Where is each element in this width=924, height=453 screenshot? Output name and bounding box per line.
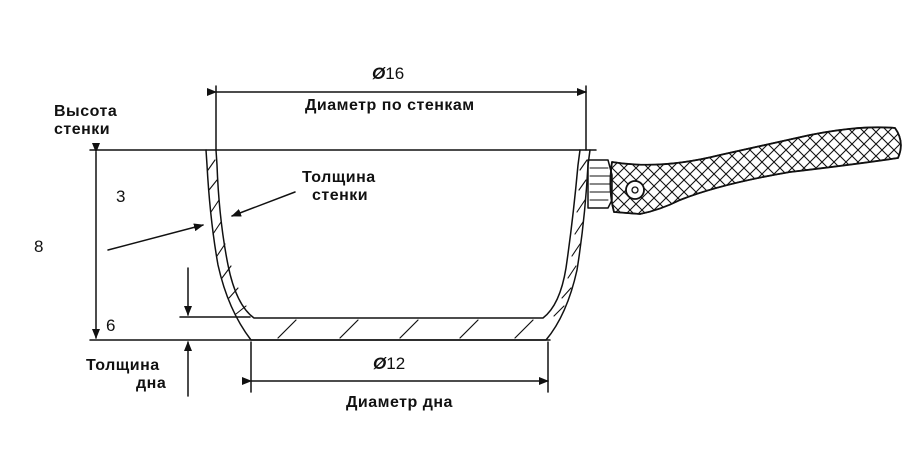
bottom-thickness-value: 6 (106, 316, 116, 335)
wall-thickness-caption-line2: стенки (312, 187, 369, 204)
handle-outline (609, 126, 902, 215)
wall-thickness-arrow-outer (107, 223, 204, 251)
wall-hatch-left (207, 159, 247, 315)
bottom-diameter-label: Ø12 (373, 355, 405, 373)
pan-outer-wall (205, 149, 591, 341)
wall-height-caption-line2: стенки (54, 121, 111, 138)
top-diameter-value: 16 (385, 64, 405, 83)
diameter-symbol-top: Ø (372, 64, 386, 83)
bracket-rivet-lines (589, 167, 611, 201)
top-diameter-label: Ø16 (372, 65, 404, 83)
bottom-thickness-caption-line2: дна (136, 375, 167, 392)
handle-rivet-center (631, 186, 639, 194)
bottom-hatch (277, 319, 534, 339)
bottom-diameter-caption: Диаметр дна (346, 394, 453, 411)
bottom-thickness-caption-line1: Толщина (86, 357, 160, 374)
wall-hatch-right (553, 159, 588, 317)
diameter-symbol-bottom: Ø (373, 354, 387, 373)
wall-thickness-value: 3 (116, 187, 126, 206)
wall-thickness-arrow-inner (231, 191, 296, 217)
top-diameter-caption: Диаметр по стенкам (305, 97, 475, 114)
wall-thickness-caption-line1: Толщина (302, 169, 376, 186)
wall-height-caption-line1: Высота (54, 103, 118, 120)
bottom-diameter-value: 12 (386, 354, 406, 373)
handle-grip (609, 126, 902, 215)
wall-height-value: 8 (34, 237, 44, 256)
pan-inner-wall (215, 149, 581, 319)
